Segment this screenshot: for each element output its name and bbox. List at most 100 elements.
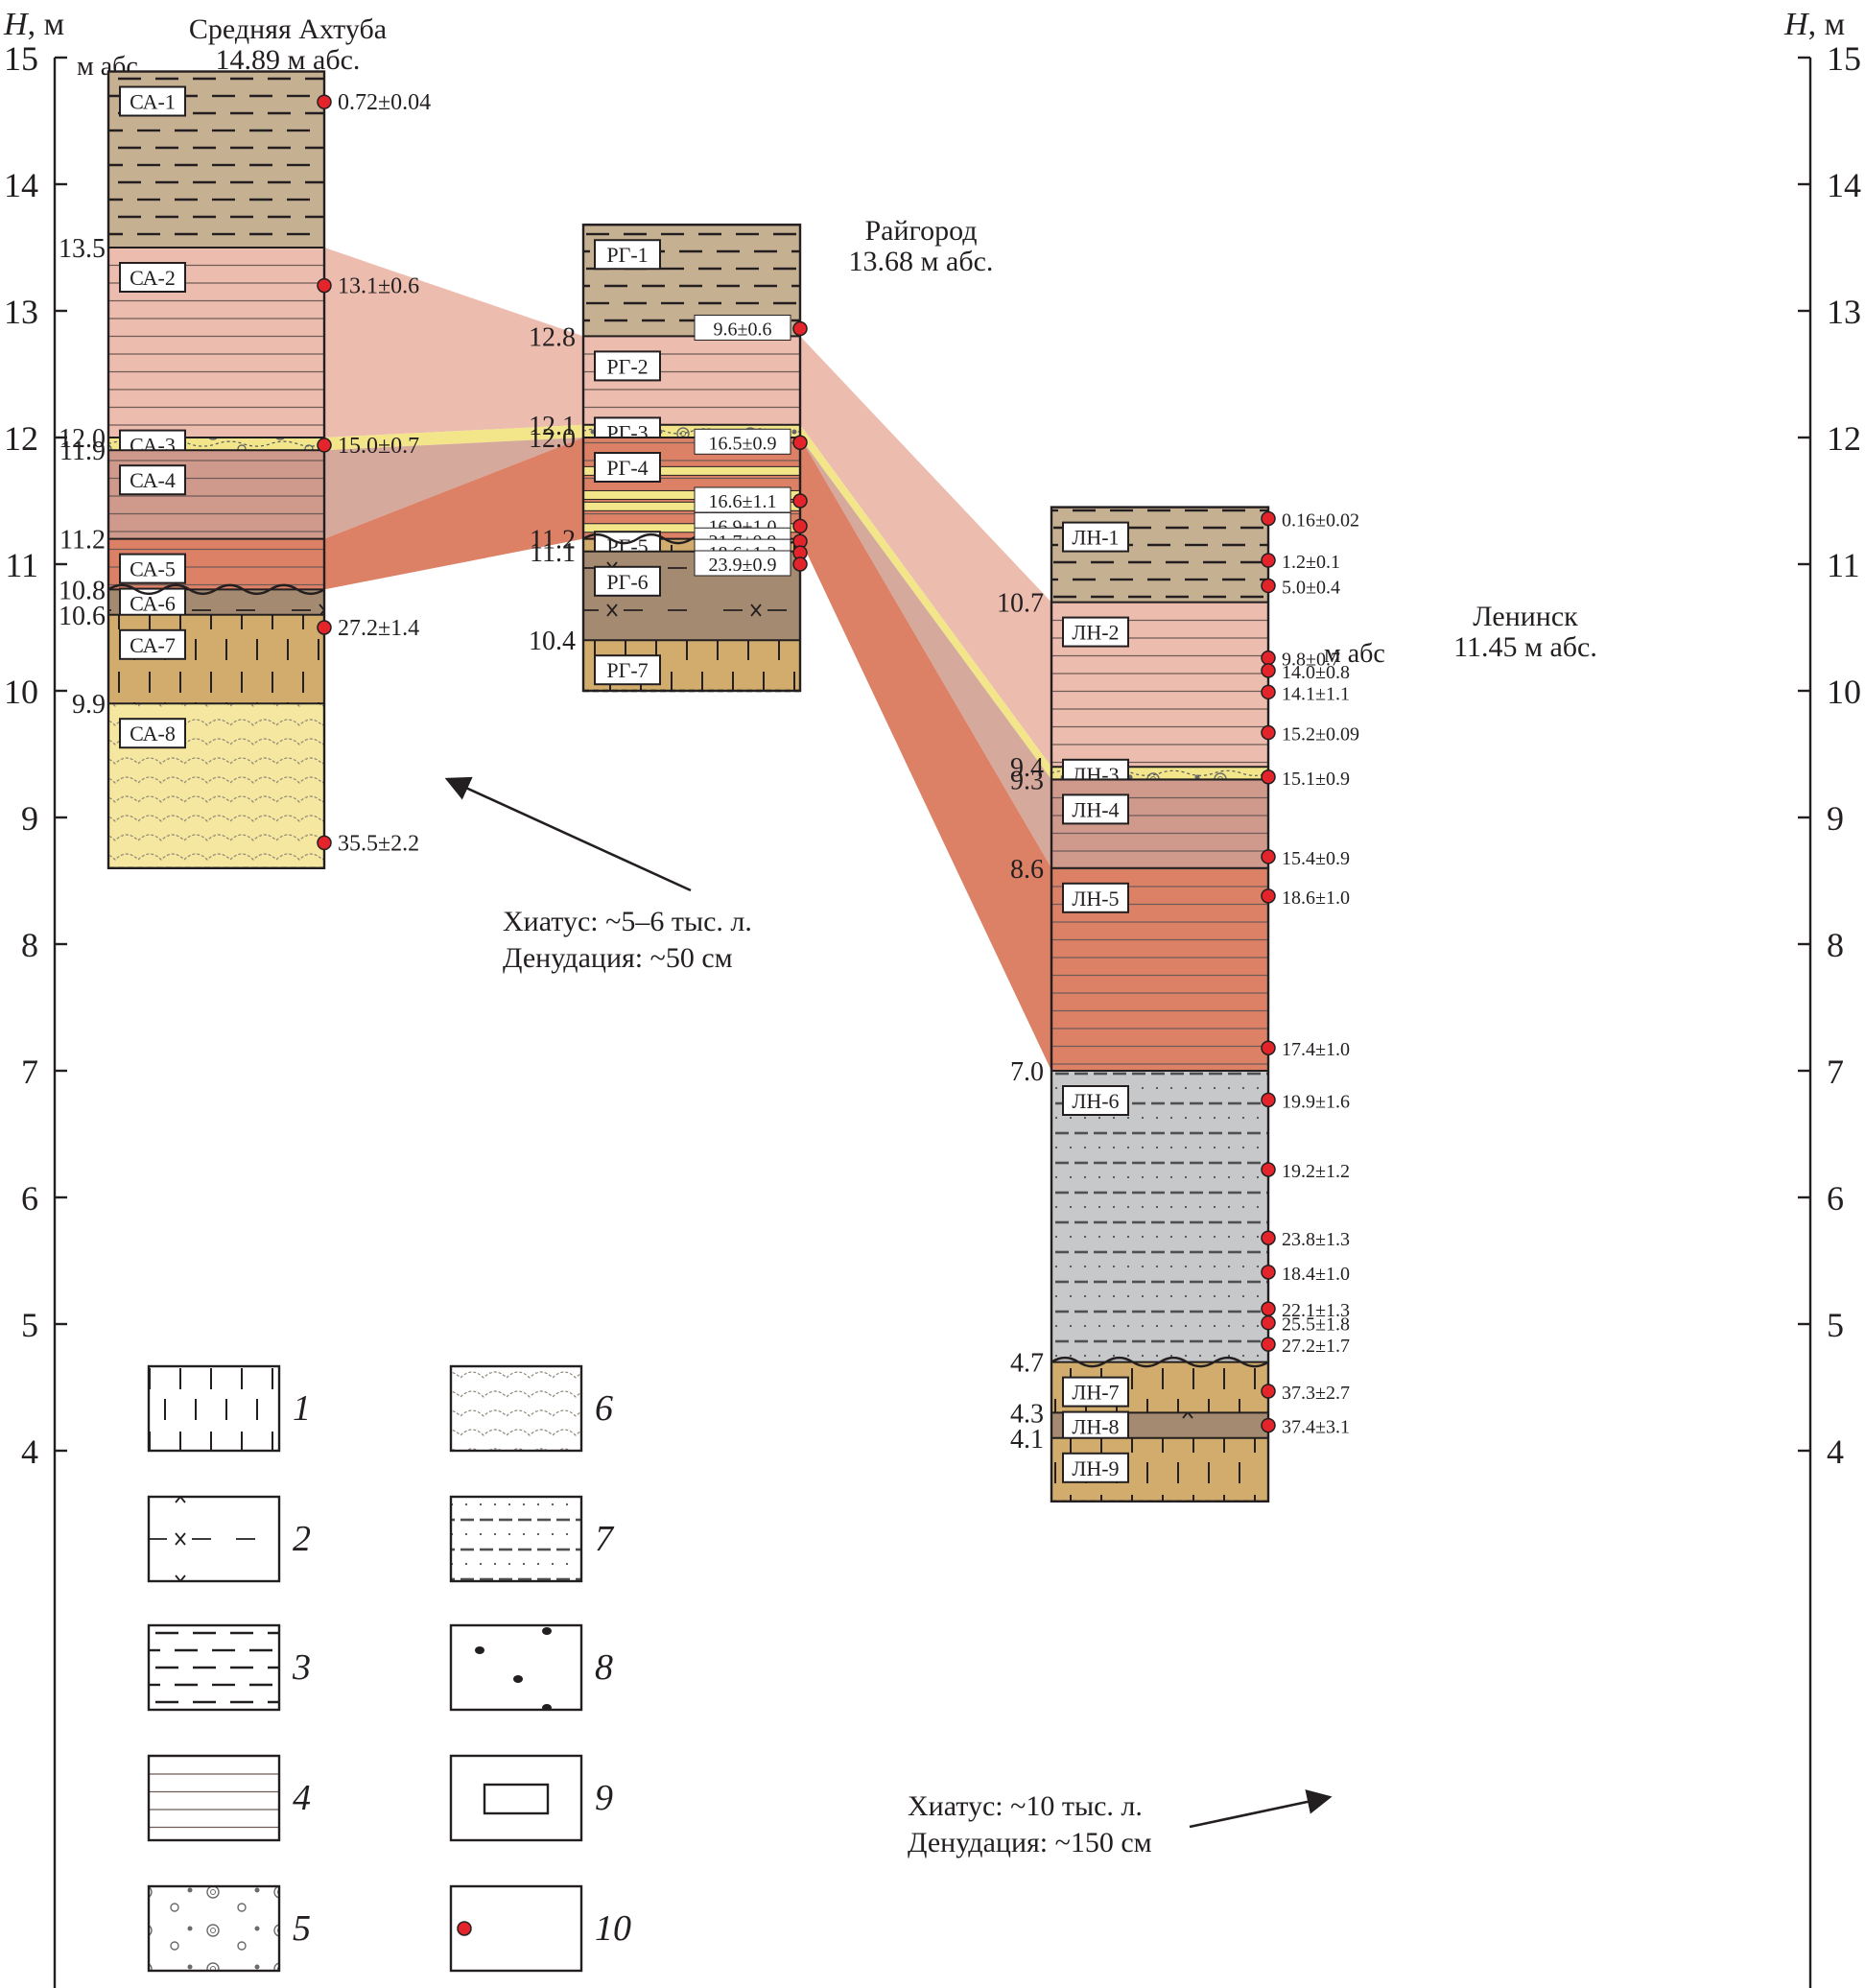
layer-лн-1: ЛН-1	[1051, 506, 1268, 603]
axis-tick-label: 10	[1827, 673, 1861, 711]
correlation-bands	[324, 248, 1051, 1071]
osl-sample-dot	[1261, 724, 1276, 741]
band-segment-rg-ln	[800, 438, 1051, 1071]
legend-swatch	[147, 1754, 281, 1842]
osl-sample-dot	[1261, 849, 1276, 864]
hiatus-text: Хиатус: ~5–6 тыс. л.	[503, 906, 752, 937]
section-elevation: 13.68 м абс.	[849, 246, 994, 277]
axis-tick-label: 9	[21, 799, 38, 838]
depth-label: 4.7	[1010, 1349, 1044, 1379]
layer-code: СА-1	[130, 90, 176, 114]
legend-swatch	[449, 1884, 583, 1973]
layer-рг-7: РГ-7	[583, 639, 800, 691]
layer-label-box	[1062, 1452, 1129, 1483]
erosional-contact	[1051, 1356, 1269, 1368]
layer-code: РГ-1	[606, 243, 648, 267]
correlation-band-silt-pink	[324, 248, 1051, 768]
layer-label-box	[594, 452, 661, 483]
layer-code: ЛН-5	[1072, 887, 1119, 911]
osl-age: 27.2±1.7	[1282, 1336, 1350, 1357]
layer-label-box	[119, 262, 186, 293]
osl-sample-dot	[1261, 1040, 1276, 1055]
axis-title-right: H, м	[1783, 7, 1845, 42]
osl-sample-dot	[1261, 1162, 1276, 1177]
axis-tick-label: 4	[21, 1432, 38, 1471]
section-name: Средняя Ахтуба	[189, 13, 387, 45]
layer-label-box	[594, 350, 661, 382]
depth-label: 9.4	[1010, 753, 1044, 783]
layer-code: СА-8	[130, 722, 176, 746]
band-segment-sa-rg	[324, 424, 583, 451]
osl-age: 19.2±1.2	[1282, 1161, 1350, 1182]
osl-age: 9.6±0.6	[714, 319, 772, 340]
osl-age: 5.0±0.4	[1282, 577, 1340, 598]
layer-лн-9: ЛН-9	[1051, 1436, 1268, 1502]
layer-pattern	[1051, 1071, 1268, 1362]
legend-item-6: 6	[449, 1364, 613, 1453]
legend-swatch	[147, 1495, 281, 1583]
osl-age: 37.4±3.1	[1282, 1417, 1350, 1438]
osl-age: 15.2±0.09	[1282, 724, 1359, 746]
osl-sample-dot-icon	[457, 1921, 472, 1936]
legend-number: 9	[595, 1778, 613, 1818]
age-label-box	[694, 428, 791, 455]
layer-label-box	[594, 654, 661, 686]
layer-label-box	[1062, 882, 1129, 913]
legend-swatch	[147, 1623, 281, 1712]
legend-item-9: 9	[449, 1754, 613, 1842]
axis-tick-label: 15	[4, 39, 38, 78]
layer-рг-6: РГ-6	[583, 550, 800, 641]
osl-age: 15.0±0.7	[338, 434, 419, 459]
legend-swatch	[449, 1623, 583, 1712]
layer-рг-2: РГ-2	[583, 335, 800, 425]
osl-age: 0.16±0.02	[1282, 509, 1359, 531]
osl-sample-dot	[792, 556, 808, 572]
layer-label-box	[1062, 521, 1129, 553]
axis-tick-label: 8	[1827, 926, 1844, 964]
layer-лн-5: ЛН-5	[1051, 866, 1268, 1071]
section-elevation: 11.45 м абс.	[1453, 631, 1597, 663]
osl-age: 27.2±1.4	[338, 616, 419, 641]
layer-code: СА-7	[130, 633, 176, 657]
layer-са-7: СА-7	[108, 613, 324, 704]
axis-tick-label: 5	[21, 1306, 38, 1344]
legend-number: 3	[292, 1647, 311, 1688]
osl-sample-dot	[792, 493, 808, 509]
layer-label-box	[1062, 616, 1129, 648]
osl-sample-dot	[1261, 1092, 1276, 1108]
depth-label: 9.9	[72, 690, 106, 720]
legend-swatch	[147, 1364, 281, 1453]
layer-са-5: СА-5	[108, 537, 324, 590]
osl-age: 16.5±0.9	[709, 433, 777, 454]
legend-item-8: 8	[449, 1623, 613, 1712]
layer-code: ЛН-2	[1072, 621, 1119, 645]
layer-лн-3: ЛН-3	[1051, 758, 1269, 790]
layer-label-box	[1062, 1376, 1129, 1408]
axis-tick-label: 11	[1827, 546, 1860, 584]
osl-age: 18.6±1.0	[1282, 888, 1350, 909]
layer-лн-7: ЛН-7	[1051, 1361, 1268, 1413]
legend-item-5: 5	[147, 1884, 311, 1973]
osl-age: 19.9±1.6	[1282, 1091, 1350, 1112]
layer-code: ЛН-8	[1072, 1415, 1119, 1439]
hiatus-annotation-leninsk: Хиатус: ~10 тыс. л. Денудация: ~150 см	[908, 1788, 1152, 1861]
osl-age: 14.1±1.1	[1282, 683, 1350, 704]
osl-sample-dot	[1261, 1265, 1276, 1280]
axis-tick-label: 7	[1827, 1053, 1844, 1091]
hiatus-arrow	[444, 776, 692, 892]
axis-tick-label: 15	[1827, 39, 1861, 78]
axis-tick-label: 10	[4, 673, 38, 711]
layer-code: РГ-4	[606, 456, 648, 480]
depth-label: 12.0	[59, 424, 106, 454]
depth-label: 4.1	[1010, 1425, 1044, 1455]
layer-лн-4: ЛН-4	[1051, 778, 1268, 868]
legend-item-4: 4	[147, 1754, 311, 1842]
legend-item-2: 2	[147, 1495, 311, 1583]
depth-label: 13.5	[59, 234, 106, 264]
osl-sample-dot	[1261, 1337, 1276, 1352]
osl-age: 9.8±0.7	[1282, 650, 1340, 671]
osl-age: 0.72±0.04	[338, 90, 431, 115]
layer-лн-6: ЛН-6	[1051, 1070, 1268, 1362]
